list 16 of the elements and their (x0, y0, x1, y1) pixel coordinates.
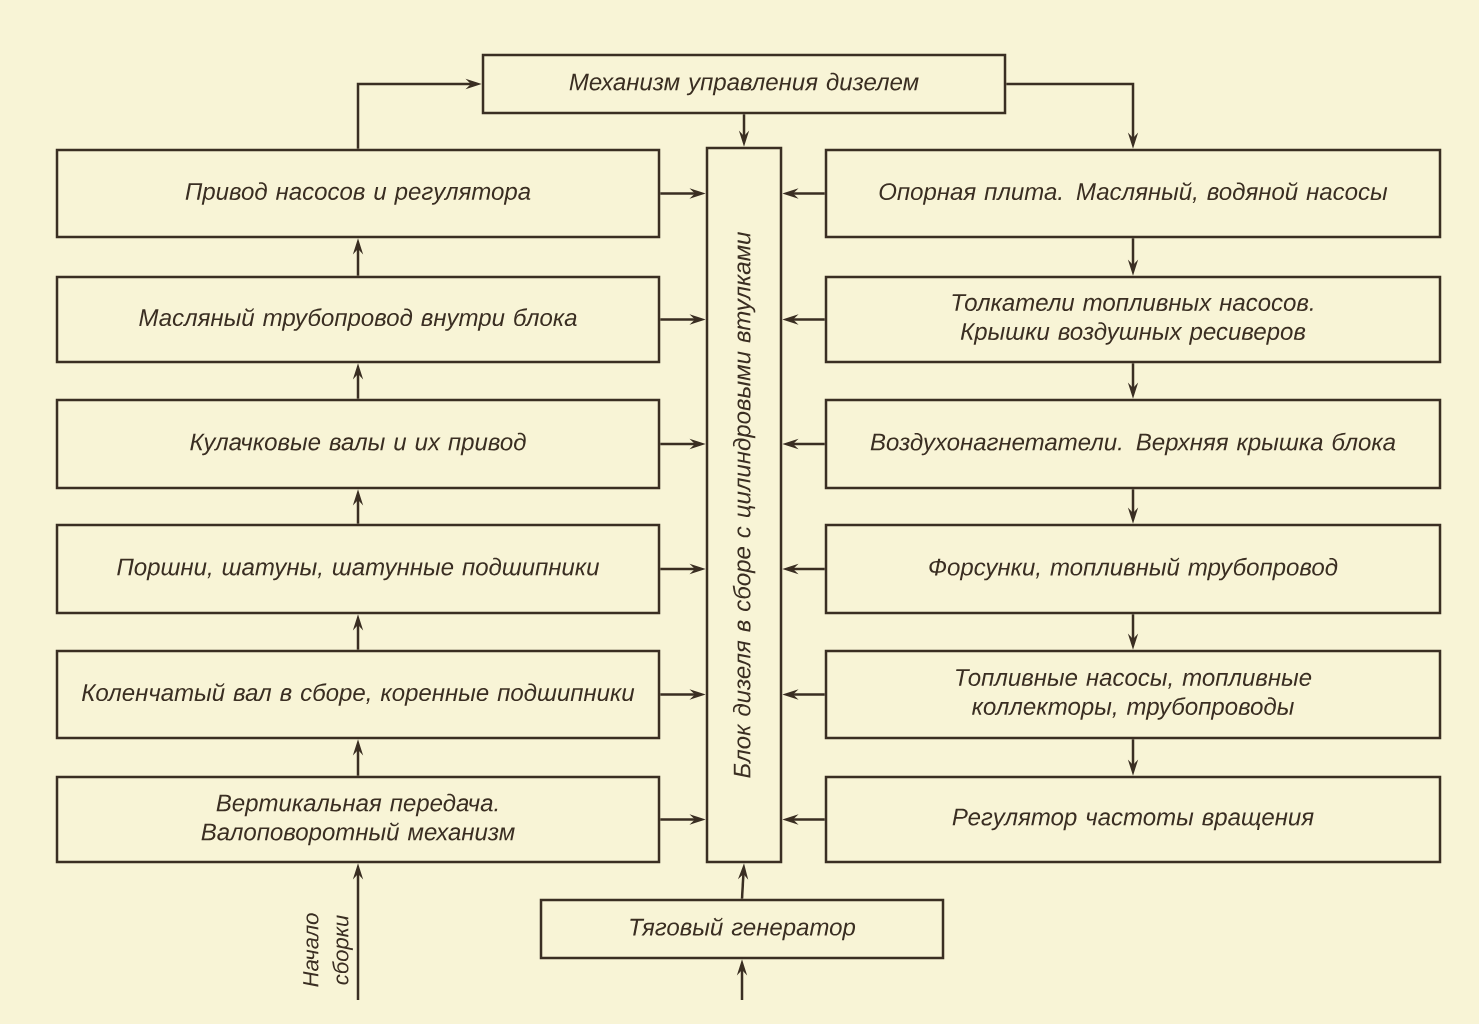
process-box: Масляный трубопровод внутри блока (55, 275, 661, 364)
edge-label: Начало сборки (303, 913, 353, 987)
process-box: Регулятор частоты вращения (824, 775, 1442, 864)
process-box: Воздухонагнетатели. Верхняя крышка блока (824, 398, 1442, 490)
process-box: Топливные насосы, топливные коллекторы, трубопроводы (824, 649, 1442, 740)
process-box: Вертикальная передача. Валоповоротный механизм (55, 775, 661, 864)
process-box: Поршни, шатуны, шатунные подшипники (55, 523, 661, 615)
process-box: Механизм управления дизелем (481, 53, 1007, 115)
process-box: Кулачковые валы и их привод (55, 398, 661, 490)
process-box: Опорная плита. Масляный, водяной насосы (824, 148, 1442, 239)
process-box: Блок дизеля в сборе с цилиндровыми втулками (705, 146, 783, 864)
process-box: Привод насосов и регулятора (55, 148, 661, 239)
process-box: Форсунки, топливный трубопровод (824, 523, 1442, 615)
process-box: Коленчатый вал в сборе, коренные подшипники (55, 649, 661, 740)
process-box: Толкатели топливных насосов. Крышки воздушных ресиверов (824, 275, 1442, 364)
process-box: Тяговый генератор (539, 898, 945, 960)
